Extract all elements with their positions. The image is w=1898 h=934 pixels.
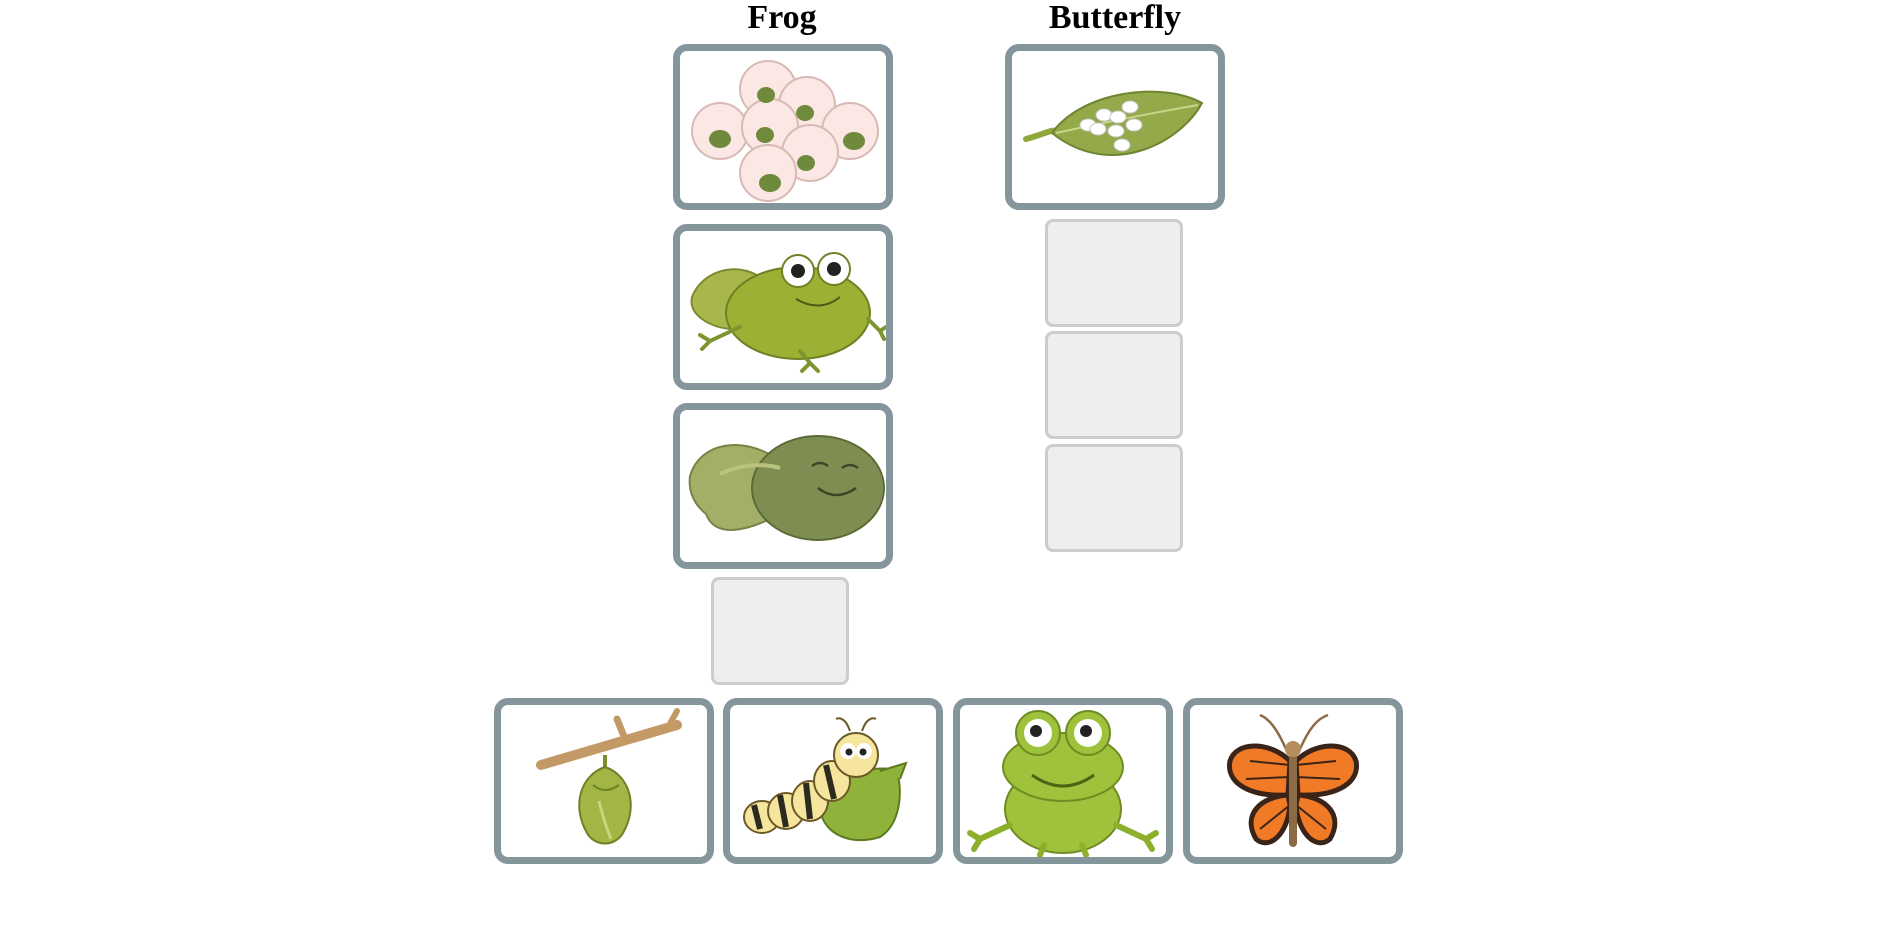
tadpole-card[interactable]: [673, 403, 893, 569]
butterfly-card[interactable]: [1183, 698, 1403, 864]
tadpole-image: [688, 435, 885, 541]
froglet-image: [690, 252, 886, 373]
chrysalis-card[interactable]: [494, 698, 714, 864]
caterpillar-image: [743, 717, 908, 842]
butterfly-eggs-on-leaf-image: [1023, 90, 1204, 156]
butterfly-eggs-card[interactable]: [1005, 44, 1225, 210]
froglet-card[interactable]: [673, 224, 893, 390]
butterfly-empty-slot-2[interactable]: [1045, 331, 1183, 439]
frog-eggs-image: [691, 60, 879, 202]
frog-column-title: Frog: [747, 0, 817, 36]
butterfly-empty-slot-3[interactable]: [1045, 444, 1183, 552]
chrysalis-image: [536, 708, 682, 845]
frog-empty-slot[interactable]: [711, 577, 849, 685]
adult-frog-image: [967, 710, 1159, 857]
butterfly-empty-slot-1[interactable]: [1045, 219, 1183, 327]
butterfly-image: [1227, 713, 1359, 847]
butterfly-column-title: Butterfly: [1048, 0, 1182, 36]
caterpillar-card[interactable]: [723, 698, 943, 864]
adult-frog-card[interactable]: [953, 698, 1173, 864]
frog-eggs-card[interactable]: [673, 44, 893, 210]
